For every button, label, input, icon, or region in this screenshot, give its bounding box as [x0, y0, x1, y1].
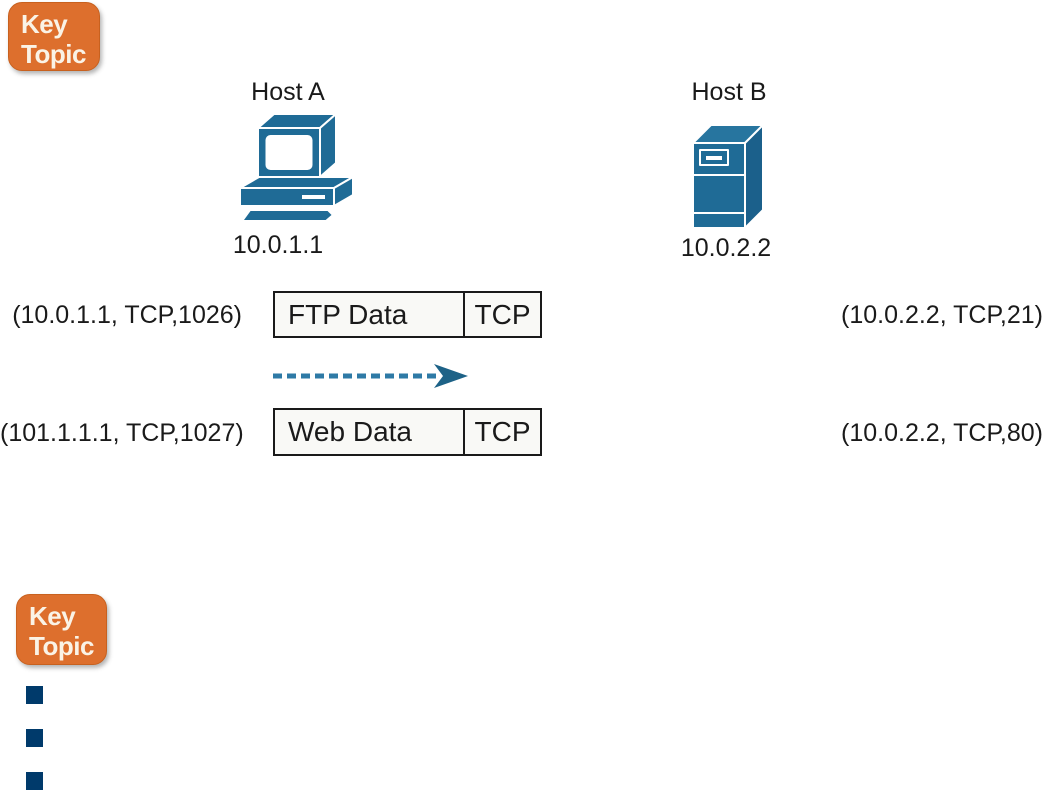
key-topic-line2: Topic	[21, 39, 86, 69]
ftp-dest-socket-label: (10.0.2.2, TCP,21)	[841, 301, 1043, 329]
web-payload-cell: Web Data	[275, 410, 465, 454]
bullet-square	[26, 772, 43, 790]
bullet-square	[26, 686, 43, 704]
host-b-name: Host B	[691, 78, 767, 106]
host-a-name: Host A	[251, 78, 325, 106]
flow-direction-arrow-icon	[273, 364, 468, 388]
ftp-tcp-header-cell: TCP	[474, 298, 531, 330]
key-topic-badge: Key Topic	[8, 2, 100, 71]
server-icon	[692, 124, 764, 229]
key-topic-line1: Key	[29, 601, 76, 631]
bullet-square	[26, 729, 43, 747]
web-tcp-header-cell: TCP	[474, 416, 531, 447]
desktop-computer-icon	[239, 113, 354, 222]
ftp-packet-box: FTP Data TCP	[273, 291, 542, 338]
ftp-payload-cell: FTP Data	[275, 293, 465, 336]
key-topic-badge: Key Topic	[16, 594, 107, 665]
web-dest-socket-label: (10.0.2.2, TCP,80)	[841, 419, 1043, 447]
host-b-ip: 10.0.2.2	[680, 234, 772, 262]
key-topic-line1: Key	[21, 9, 68, 39]
key-topic-line2: Topic	[29, 631, 94, 661]
web-source-socket-label: (101.1.1.1, TCP,1027)	[0, 419, 244, 447]
web-packet-box: Web Data TCP	[273, 408, 542, 456]
host-a-ip: 10.0.1.1	[232, 231, 324, 259]
ftp-source-socket-label: (10.0.1.1, TCP,1026)	[12, 301, 242, 329]
